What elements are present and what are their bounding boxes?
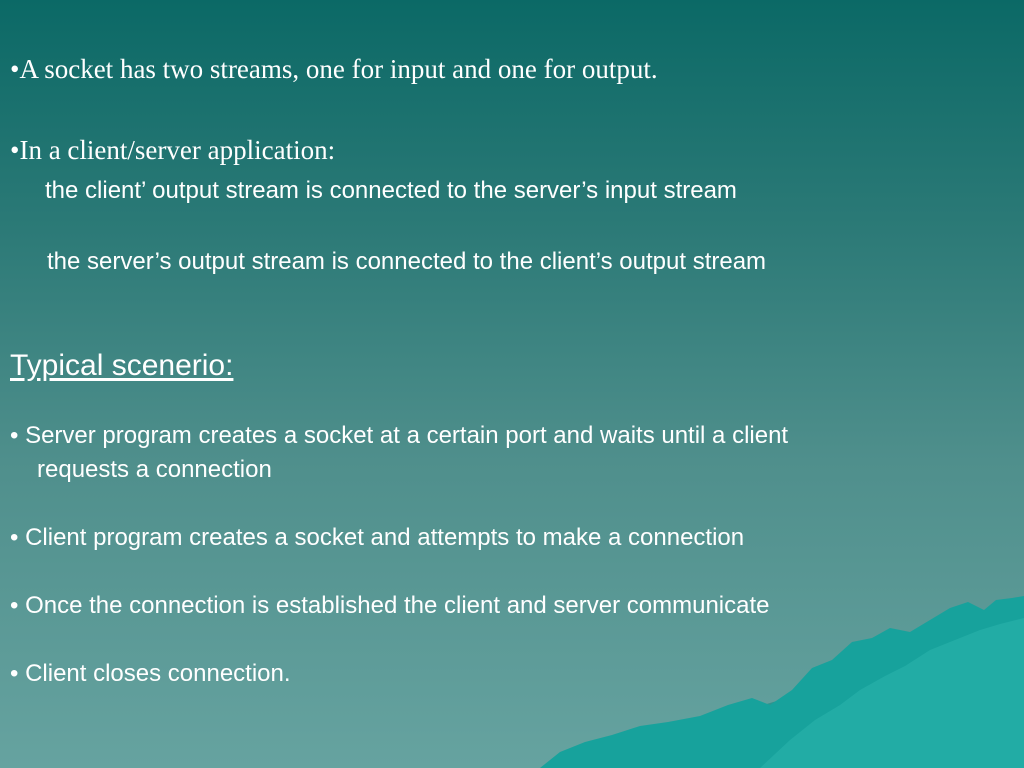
mountain-highlight <box>760 618 1024 768</box>
scenario-item-connection-established: • Once the connection is established the… <box>10 592 770 619</box>
scenario-item-server-program-continued: requests a connection <box>37 456 272 483</box>
bullet-client-server: •In a client/server application: <box>10 135 336 165</box>
section-heading: Typical scenerio: <box>10 349 234 382</box>
scenario-item-client-program: • Client program creates a socket and at… <box>10 524 745 551</box>
scenario-item-server-program: • Server program creates a socket at a c… <box>10 422 789 449</box>
scenario-item-client-closes: • Client closes connection. <box>10 660 291 687</box>
sub-item-client-output: the client’ output stream is connected t… <box>45 177 737 204</box>
bullet-socket-streams: •A socket has two streams, one for input… <box>10 54 658 84</box>
sub-item-server-output: the server’s output stream is connected … <box>47 248 767 275</box>
